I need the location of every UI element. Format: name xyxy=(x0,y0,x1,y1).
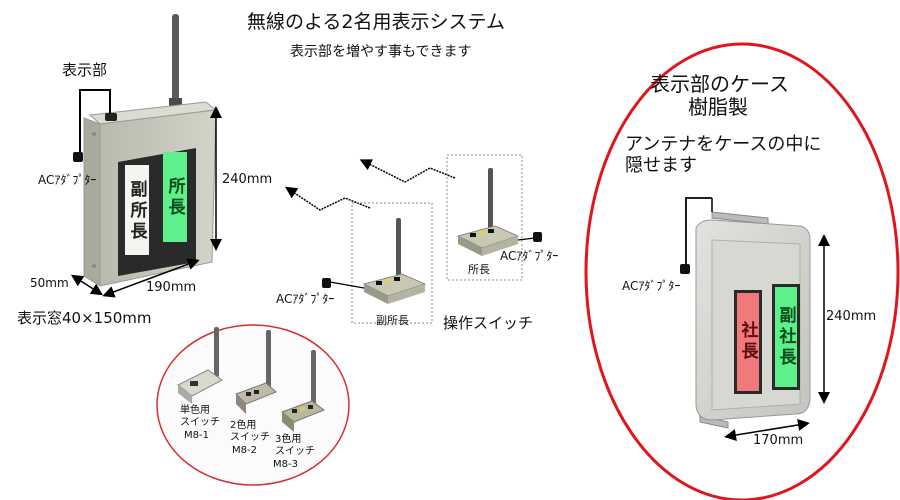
antenna-icon xyxy=(396,218,401,282)
dimension-width-label: 190mm xyxy=(146,280,197,295)
case-note-line2: 隠せます xyxy=(625,155,697,176)
adapter-plug-icon xyxy=(533,232,542,242)
operation-switch-right xyxy=(456,168,542,256)
adapter-label: ACｱﾀﾞﾌﾟﾀｰ xyxy=(38,173,97,187)
case-dimension-height-label: 240mm xyxy=(826,309,877,324)
switch-left-frame xyxy=(351,202,433,324)
adapter-plug-icon xyxy=(73,152,83,162)
switch-left-label: 副所長 xyxy=(376,314,409,327)
case-dimension-width-label: 170mm xyxy=(753,433,804,448)
adapter-plug-icon xyxy=(322,278,331,288)
operation-switch-label: 操作スイッチ xyxy=(443,314,534,332)
page-title: 無線のよる2名用表示システム xyxy=(247,11,505,33)
page-subtitle: 表示部を増やす事もできます xyxy=(290,44,472,60)
operation-switch-left xyxy=(322,218,427,304)
display-window-size: 表示窓40×150mm xyxy=(17,309,152,327)
switch-model-m8-2 xyxy=(235,330,277,414)
plate-vice-director: 副所長 xyxy=(125,165,149,255)
case-title: 表示部のケース xyxy=(650,72,789,96)
dimension-depth-arrow xyxy=(70,274,104,296)
plate-director: 所長 xyxy=(163,152,187,242)
switch-right-label: 所長 xyxy=(468,263,490,276)
antenna-icon xyxy=(172,14,179,106)
antenna-icon xyxy=(488,168,493,230)
model-1-code: M8-1 xyxy=(184,430,209,441)
plate-president: 社長 xyxy=(737,293,759,391)
model-2-name: 2色用 スイッチ xyxy=(230,420,270,443)
connector-knob xyxy=(105,113,117,121)
adapter-plug-icon xyxy=(680,264,690,274)
case-highlight-ellipse xyxy=(584,42,900,500)
switch-models-ellipse xyxy=(156,324,350,486)
display-unit-label: 表示部 xyxy=(62,61,108,79)
case-note-line1: アンテナをケースの中に xyxy=(625,134,822,155)
model-2-code: M8-2 xyxy=(232,445,257,456)
switch-right-frame xyxy=(446,154,523,281)
switch-left-adapter: ACｱﾀﾞﾌﾟﾀｰ xyxy=(276,292,335,306)
case-adapter-label: ACｱﾀﾞﾌﾟﾀｰ xyxy=(622,279,681,293)
dimension-depth-label: 50mm xyxy=(30,276,69,290)
dimension-height-label: 240mm xyxy=(222,172,273,187)
switch-model-m8-3 xyxy=(281,350,326,432)
switch-model-m8-1 xyxy=(177,327,223,404)
wireless-signal-icon xyxy=(359,159,456,183)
switch-right-adapter: ACｱﾀﾞﾌﾟﾀｰ xyxy=(500,249,559,263)
model-1-name: 単色用 スイッチ xyxy=(180,405,220,428)
model-3-name: 3色用 スイッチ xyxy=(275,434,315,457)
model-3-code: M8-3 xyxy=(273,459,298,470)
case-dimension-width-arrow xyxy=(724,419,810,441)
plate-vice-president: 副社長 xyxy=(775,287,797,387)
dimension-width-arrow xyxy=(102,258,200,298)
case-material: 樹脂製 xyxy=(688,95,748,119)
wireless-signal-icon-2 xyxy=(285,186,371,211)
